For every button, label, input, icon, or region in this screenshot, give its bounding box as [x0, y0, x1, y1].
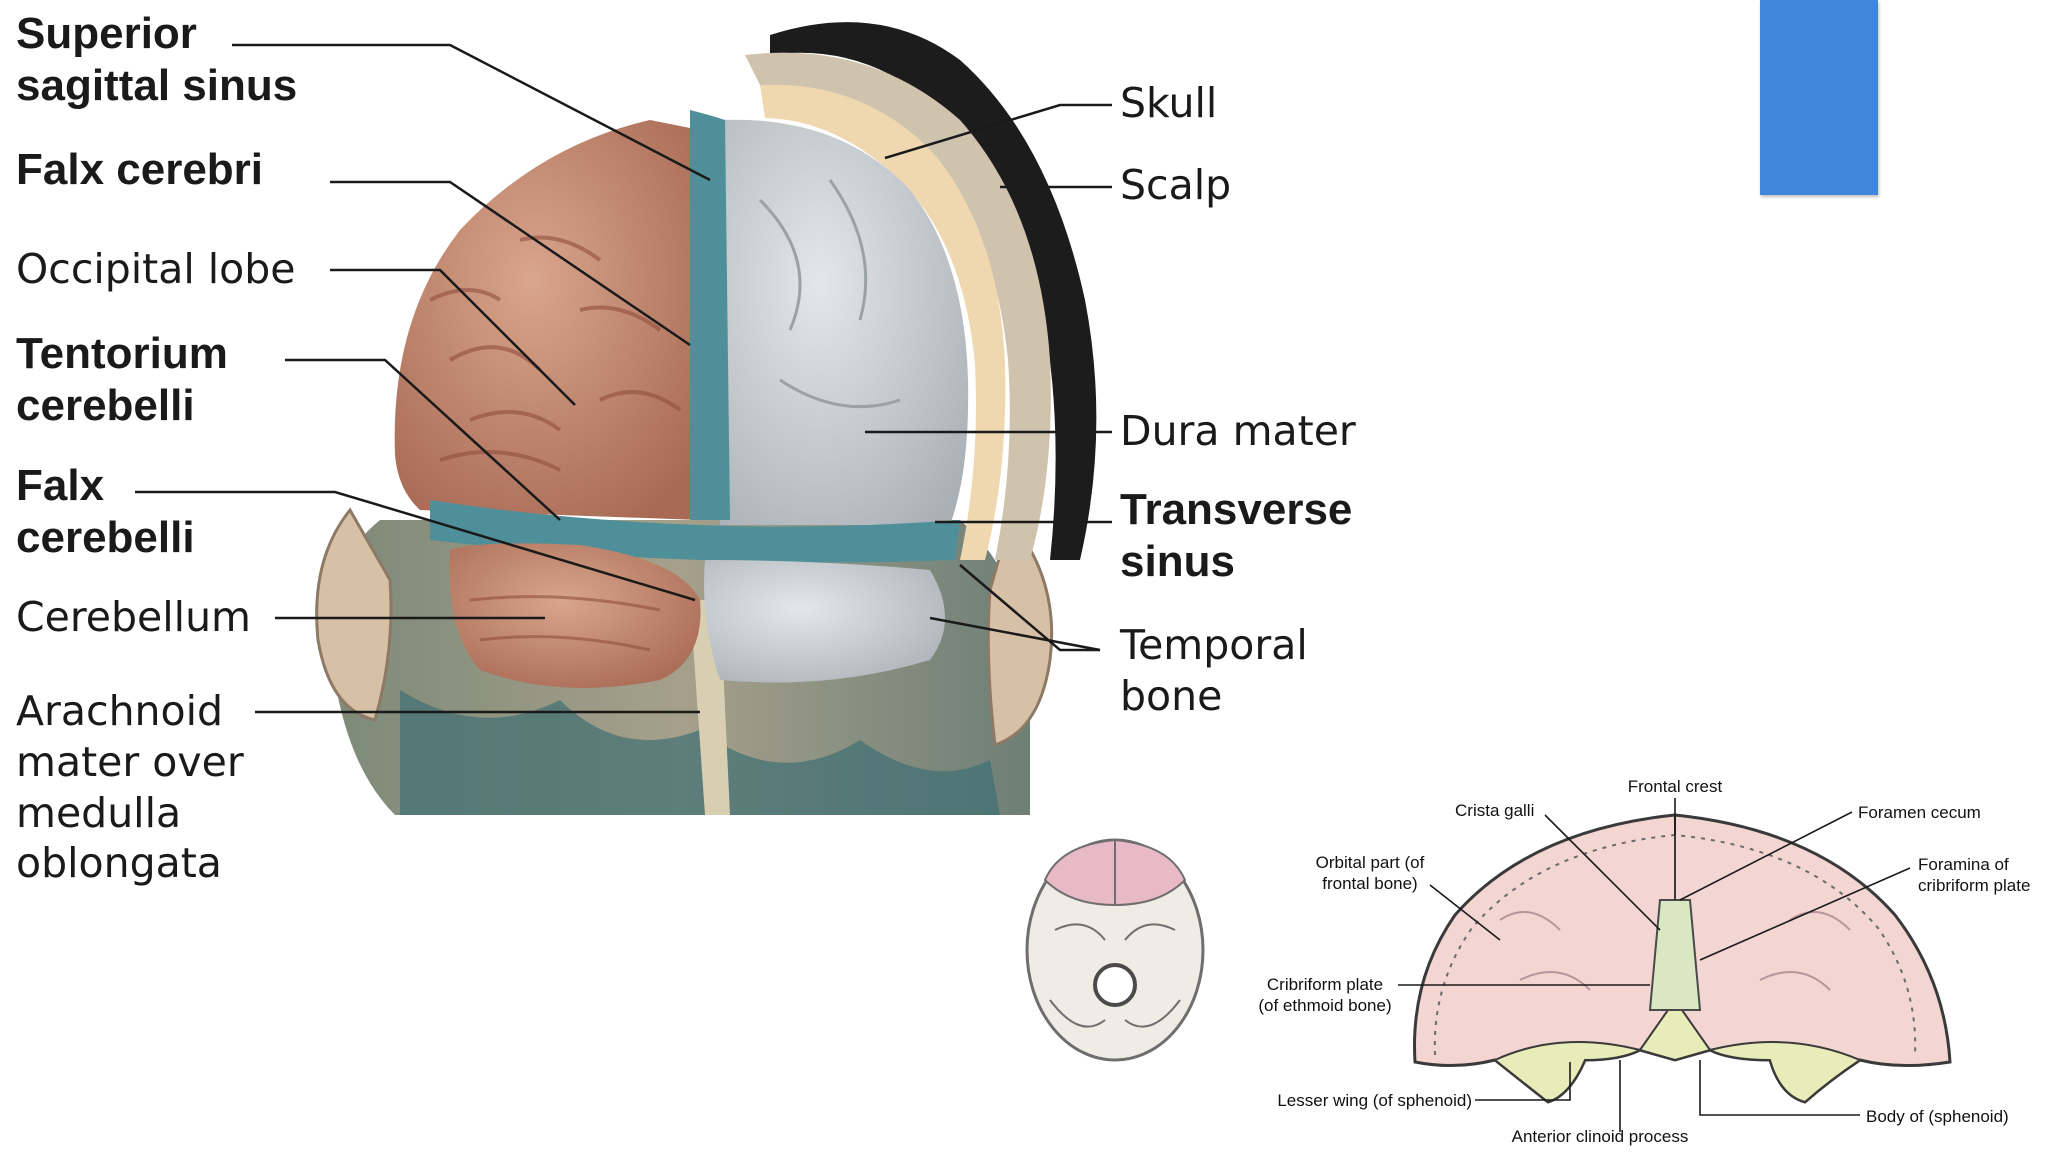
label-cribriform-plate: Cribriform plate (of ethmoid bone) [1258, 975, 1392, 1016]
left-leader-lines [135, 43, 711, 714]
fossa-leader-lines [1398, 798, 1911, 1132]
label-falx-cerebri: Falx cerebri [16, 145, 264, 194]
label-foramina-cribriform: Foramina of cribriform plate [1918, 855, 2031, 896]
label-frontal-crest: Frontal crest [1627, 777, 1723, 796]
label-transverse-sinus: Transverse sinus [1120, 485, 1353, 586]
anterior-cranial-fossa [1413, 813, 1952, 1104]
label-orbital-part: Orbital part (of frontal bone) [1315, 853, 1425, 894]
label-scalp: Scalp [1120, 161, 1232, 209]
label-falx-cerebelli: Falx cerebelli [16, 461, 195, 562]
skull-base-icon [1025, 838, 1205, 1062]
label-skull: Skull [1120, 79, 1218, 127]
label-anterior-clinoid-process: Anterior clinoid process [1511, 1127, 1689, 1146]
label-occipital-lobe: Occipital lobe [16, 245, 296, 293]
right-leader-lines [865, 103, 1112, 652]
label-body-sphenoid: Body of (sphenoid) [1866, 1107, 2009, 1126]
label-foramen-cecum: Foramen cecum [1858, 803, 1981, 822]
label-crista-galli: Crista galli [1455, 801, 1535, 820]
label-dura-mater: Dura mater [1120, 407, 1356, 455]
accent-bar [1760, 0, 1878, 195]
label-superior-sagittal-sinus: Superior sagittal sinus [16, 9, 298, 110]
label-temporal-bone: Temporal bone [1120, 621, 1308, 720]
label-cerebellum: Cerebellum [16, 593, 251, 641]
label-lesser-wing: Lesser wing (of sphenoid) [1277, 1091, 1472, 1110]
dissection-specimen [315, 22, 1097, 815]
label-arachnoid-mater: Arachnoid mater over medulla oblongata [16, 687, 244, 888]
label-tentorium-cerebelli: Tentorium cerebelli [16, 329, 228, 430]
